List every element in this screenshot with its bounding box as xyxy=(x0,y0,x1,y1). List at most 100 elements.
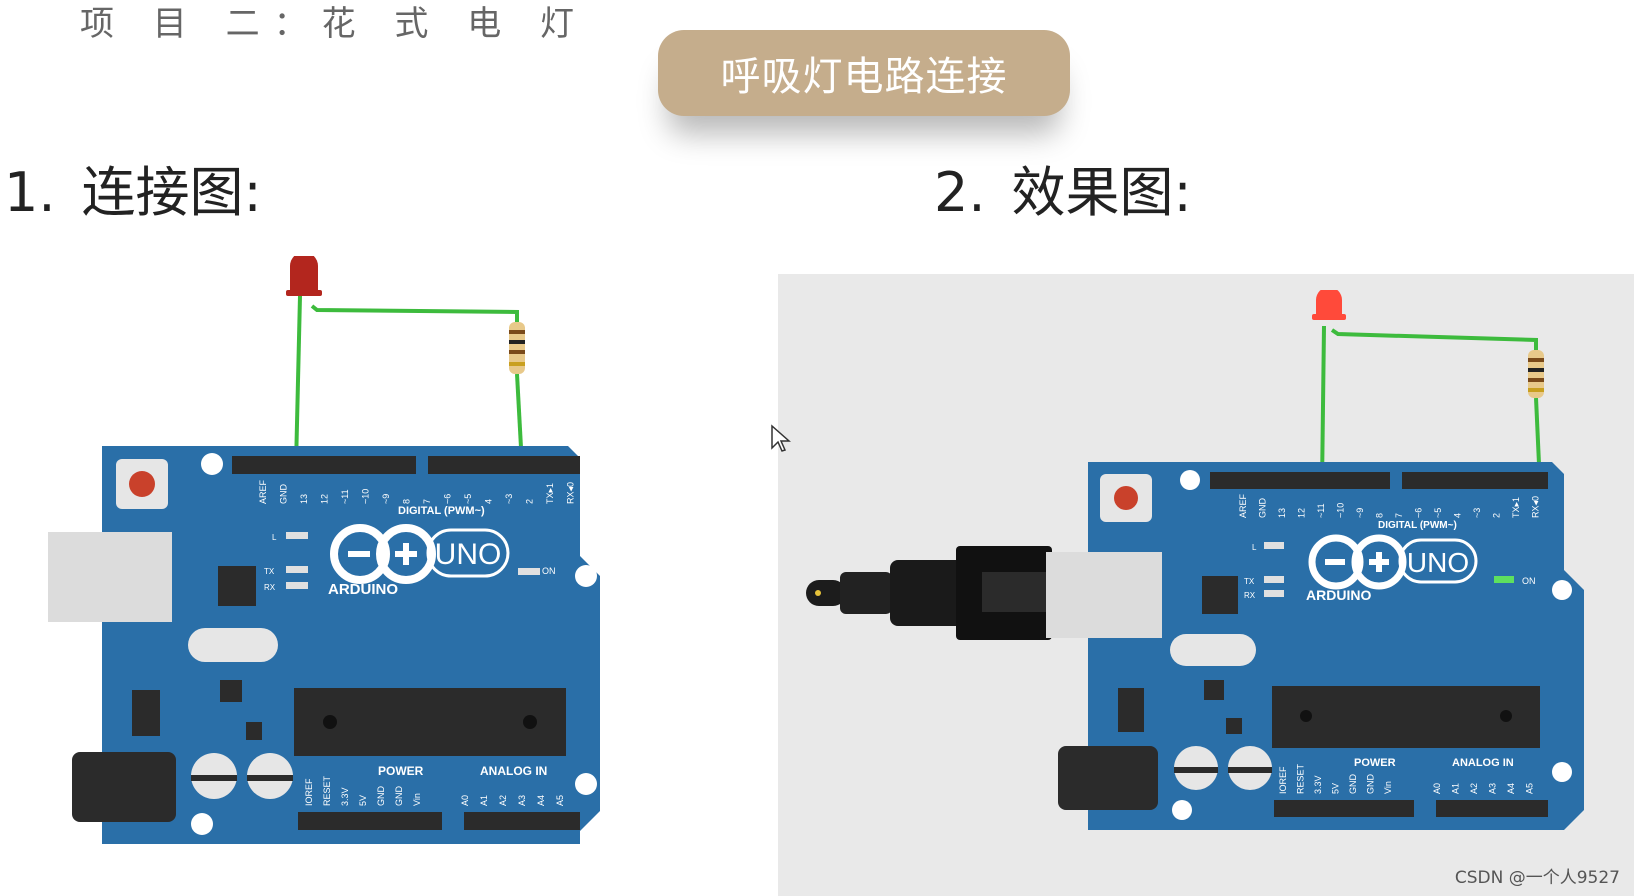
led-icon xyxy=(286,256,322,296)
digital-pin-label: ~10 xyxy=(1336,503,1346,518)
digital-pin-label: 7 xyxy=(422,499,432,504)
digital-pin-label: ~9 xyxy=(381,494,391,504)
analog-label: ANALOG IN xyxy=(1452,757,1514,769)
brand-label: ARDUINO xyxy=(328,581,398,598)
voltage-regulator xyxy=(1118,688,1144,732)
power-pin-label: RESET xyxy=(1296,763,1306,794)
digital-pin-label: ~5 xyxy=(1433,508,1443,518)
rx-label: RX xyxy=(264,583,276,592)
analog-pin-label: A5 xyxy=(1525,783,1535,794)
small-chip xyxy=(220,680,242,702)
digital-header-right xyxy=(1402,472,1548,489)
digital-pin-label: 12 xyxy=(1297,508,1307,518)
mouse-cursor-icon xyxy=(771,424,791,452)
power-pin-label: 5V xyxy=(1331,783,1341,794)
led-lit-icon xyxy=(1312,290,1346,320)
digital-pin-label: GND xyxy=(1258,498,1268,519)
capacitor-icon xyxy=(247,753,293,799)
mounting-hole xyxy=(1552,580,1572,600)
power-pin-label: 3.3V xyxy=(340,787,350,806)
analog-pin-label: A1 xyxy=(479,795,489,806)
analog-pin-label: A3 xyxy=(1488,783,1498,794)
power-pin-label: 5V xyxy=(358,795,368,806)
digital-pin-label: GND xyxy=(279,484,289,505)
power-label: POWER xyxy=(378,764,424,778)
usb-port xyxy=(48,532,172,622)
digital-pin-label: ~6 xyxy=(1414,508,1424,518)
digital-label: DIGITAL (PWM~) xyxy=(398,505,485,517)
digital-pin-label: 8 xyxy=(402,499,412,504)
power-pin-label: IOREF xyxy=(304,778,314,806)
mounting-hole xyxy=(201,453,223,475)
arduino-logo-icon xyxy=(330,524,436,584)
wire-led-to-gnd xyxy=(294,295,302,467)
atmega-chip xyxy=(1272,686,1540,748)
power-header xyxy=(298,812,442,830)
digital-pin-label: AREF xyxy=(1238,493,1248,518)
analog-header xyxy=(1436,800,1548,817)
digital-pin-label: 12 xyxy=(320,494,330,504)
crystal-oscillator xyxy=(188,628,278,662)
mounting-hole xyxy=(575,565,597,587)
usb-cable xyxy=(806,546,1052,640)
power-pin-label: GND xyxy=(394,786,404,807)
capacitor-icon xyxy=(191,753,237,799)
power-pin-label: Vin xyxy=(412,793,422,806)
arduino-simulation-diagram: ARDUINO UNO DIGITAL (PWM~) POWER ANALOG … xyxy=(806,290,1584,830)
voltage-regulator xyxy=(132,690,160,736)
led-indicator-rx xyxy=(1264,590,1284,597)
digital-pin-label: ~9 xyxy=(1355,508,1365,518)
chip-dot xyxy=(323,715,337,729)
power-jack xyxy=(72,752,176,822)
brand-label: ARDUINO xyxy=(1306,587,1371,603)
atmega-chip xyxy=(294,688,566,756)
power-pin-label: GND xyxy=(1348,774,1358,795)
section-label: 效果图: xyxy=(1011,161,1192,224)
power-pin-label: Vin xyxy=(1383,781,1393,794)
digital-pin-label: 13 xyxy=(299,494,309,504)
power-label: POWER xyxy=(1354,757,1396,769)
analog-pin-label: A5 xyxy=(555,795,565,806)
digital-pin-label: RX◂0 xyxy=(1531,496,1541,518)
power-pin-label: 3.3V xyxy=(1313,775,1323,794)
power-header xyxy=(1274,800,1414,817)
analog-pin-label: A4 xyxy=(536,795,546,806)
reset-button xyxy=(116,459,168,509)
resistor-icon xyxy=(509,322,525,374)
digital-label: DIGITAL (PWM~) xyxy=(1378,520,1457,531)
small-chip xyxy=(1204,680,1224,700)
on-label: ON xyxy=(542,566,556,576)
analog-pin-label: A0 xyxy=(1432,783,1442,794)
power-jack xyxy=(1058,746,1158,810)
digital-pin-label: 8 xyxy=(1375,513,1385,518)
slide-title-text: 呼吸灯电路连接 xyxy=(720,54,1008,100)
digital-pin-label: ~11 xyxy=(1316,503,1326,518)
power-pin-label: RESET xyxy=(322,775,332,806)
model-label: UNO xyxy=(435,538,502,571)
digital-header-left xyxy=(1210,472,1390,489)
power-pin-label: IOREF xyxy=(1278,766,1288,794)
slide-title: 呼吸灯电路连接 xyxy=(658,30,1070,116)
chip-dot xyxy=(1500,710,1512,722)
digital-pin-label: 2 xyxy=(1492,513,1502,518)
digital-pin-label: RX◂0 xyxy=(566,482,576,504)
digital-pin-label: 7 xyxy=(1394,513,1404,518)
usb-chip xyxy=(218,566,256,606)
led-indicator-on xyxy=(1494,576,1514,583)
digital-pin-label: AREF xyxy=(258,479,268,504)
model-label: UNO xyxy=(1407,547,1469,578)
small-component xyxy=(1226,718,1242,734)
tx-label: TX xyxy=(1244,577,1255,586)
chip-dot xyxy=(523,715,537,729)
led-indicator-l xyxy=(286,532,308,539)
power-pin-label: GND xyxy=(376,786,386,807)
crystal-oscillator xyxy=(1170,634,1256,666)
digital-header-right xyxy=(428,456,580,474)
wire-led-to-gnd xyxy=(1320,325,1326,487)
digital-header-left xyxy=(232,456,416,474)
mounting-hole xyxy=(1172,800,1192,820)
model-badge xyxy=(426,528,510,578)
usb-chip xyxy=(1202,576,1238,614)
digital-pin-label: 4 xyxy=(484,499,494,504)
analog-pin-label: A2 xyxy=(1469,783,1479,794)
